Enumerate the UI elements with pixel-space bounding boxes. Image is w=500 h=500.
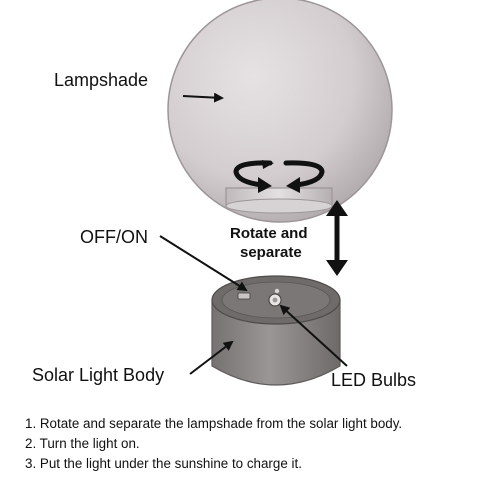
double-arrow-icon xyxy=(326,200,348,276)
lampshade-label: Lampshade xyxy=(54,70,148,90)
lampshade-rim xyxy=(225,198,333,214)
instruction-steps: 1. Rotate and separate the lampshade fro… xyxy=(25,414,402,474)
rotate-label-line2: separate xyxy=(240,244,302,261)
switch-icon xyxy=(237,292,251,300)
lampshade-pointer xyxy=(182,92,224,103)
lampshade-globe xyxy=(167,0,393,223)
solar-body-label: Solar Light Body xyxy=(32,365,164,385)
off-on-label: OFF/ON xyxy=(80,227,148,247)
body-pointer xyxy=(189,340,234,375)
off-on-pointer xyxy=(159,235,248,292)
led-bulbs-label: LED Bulbs xyxy=(331,370,416,390)
rotate-label-line1: Rotate and xyxy=(230,225,308,242)
solar-light-body xyxy=(211,275,341,386)
leader-arrows xyxy=(159,92,348,375)
lampshade xyxy=(167,0,393,223)
step-item: 3. Put the light under the sunshine to c… xyxy=(25,456,302,471)
step-item: 1. Rotate and separate the lampshade fro… xyxy=(25,416,403,431)
led-pointer xyxy=(279,304,348,367)
step-item: 2. Turn the light on. xyxy=(25,436,140,451)
rotate-arrows-icon xyxy=(233,160,325,193)
led-bulb-icon xyxy=(268,288,282,307)
